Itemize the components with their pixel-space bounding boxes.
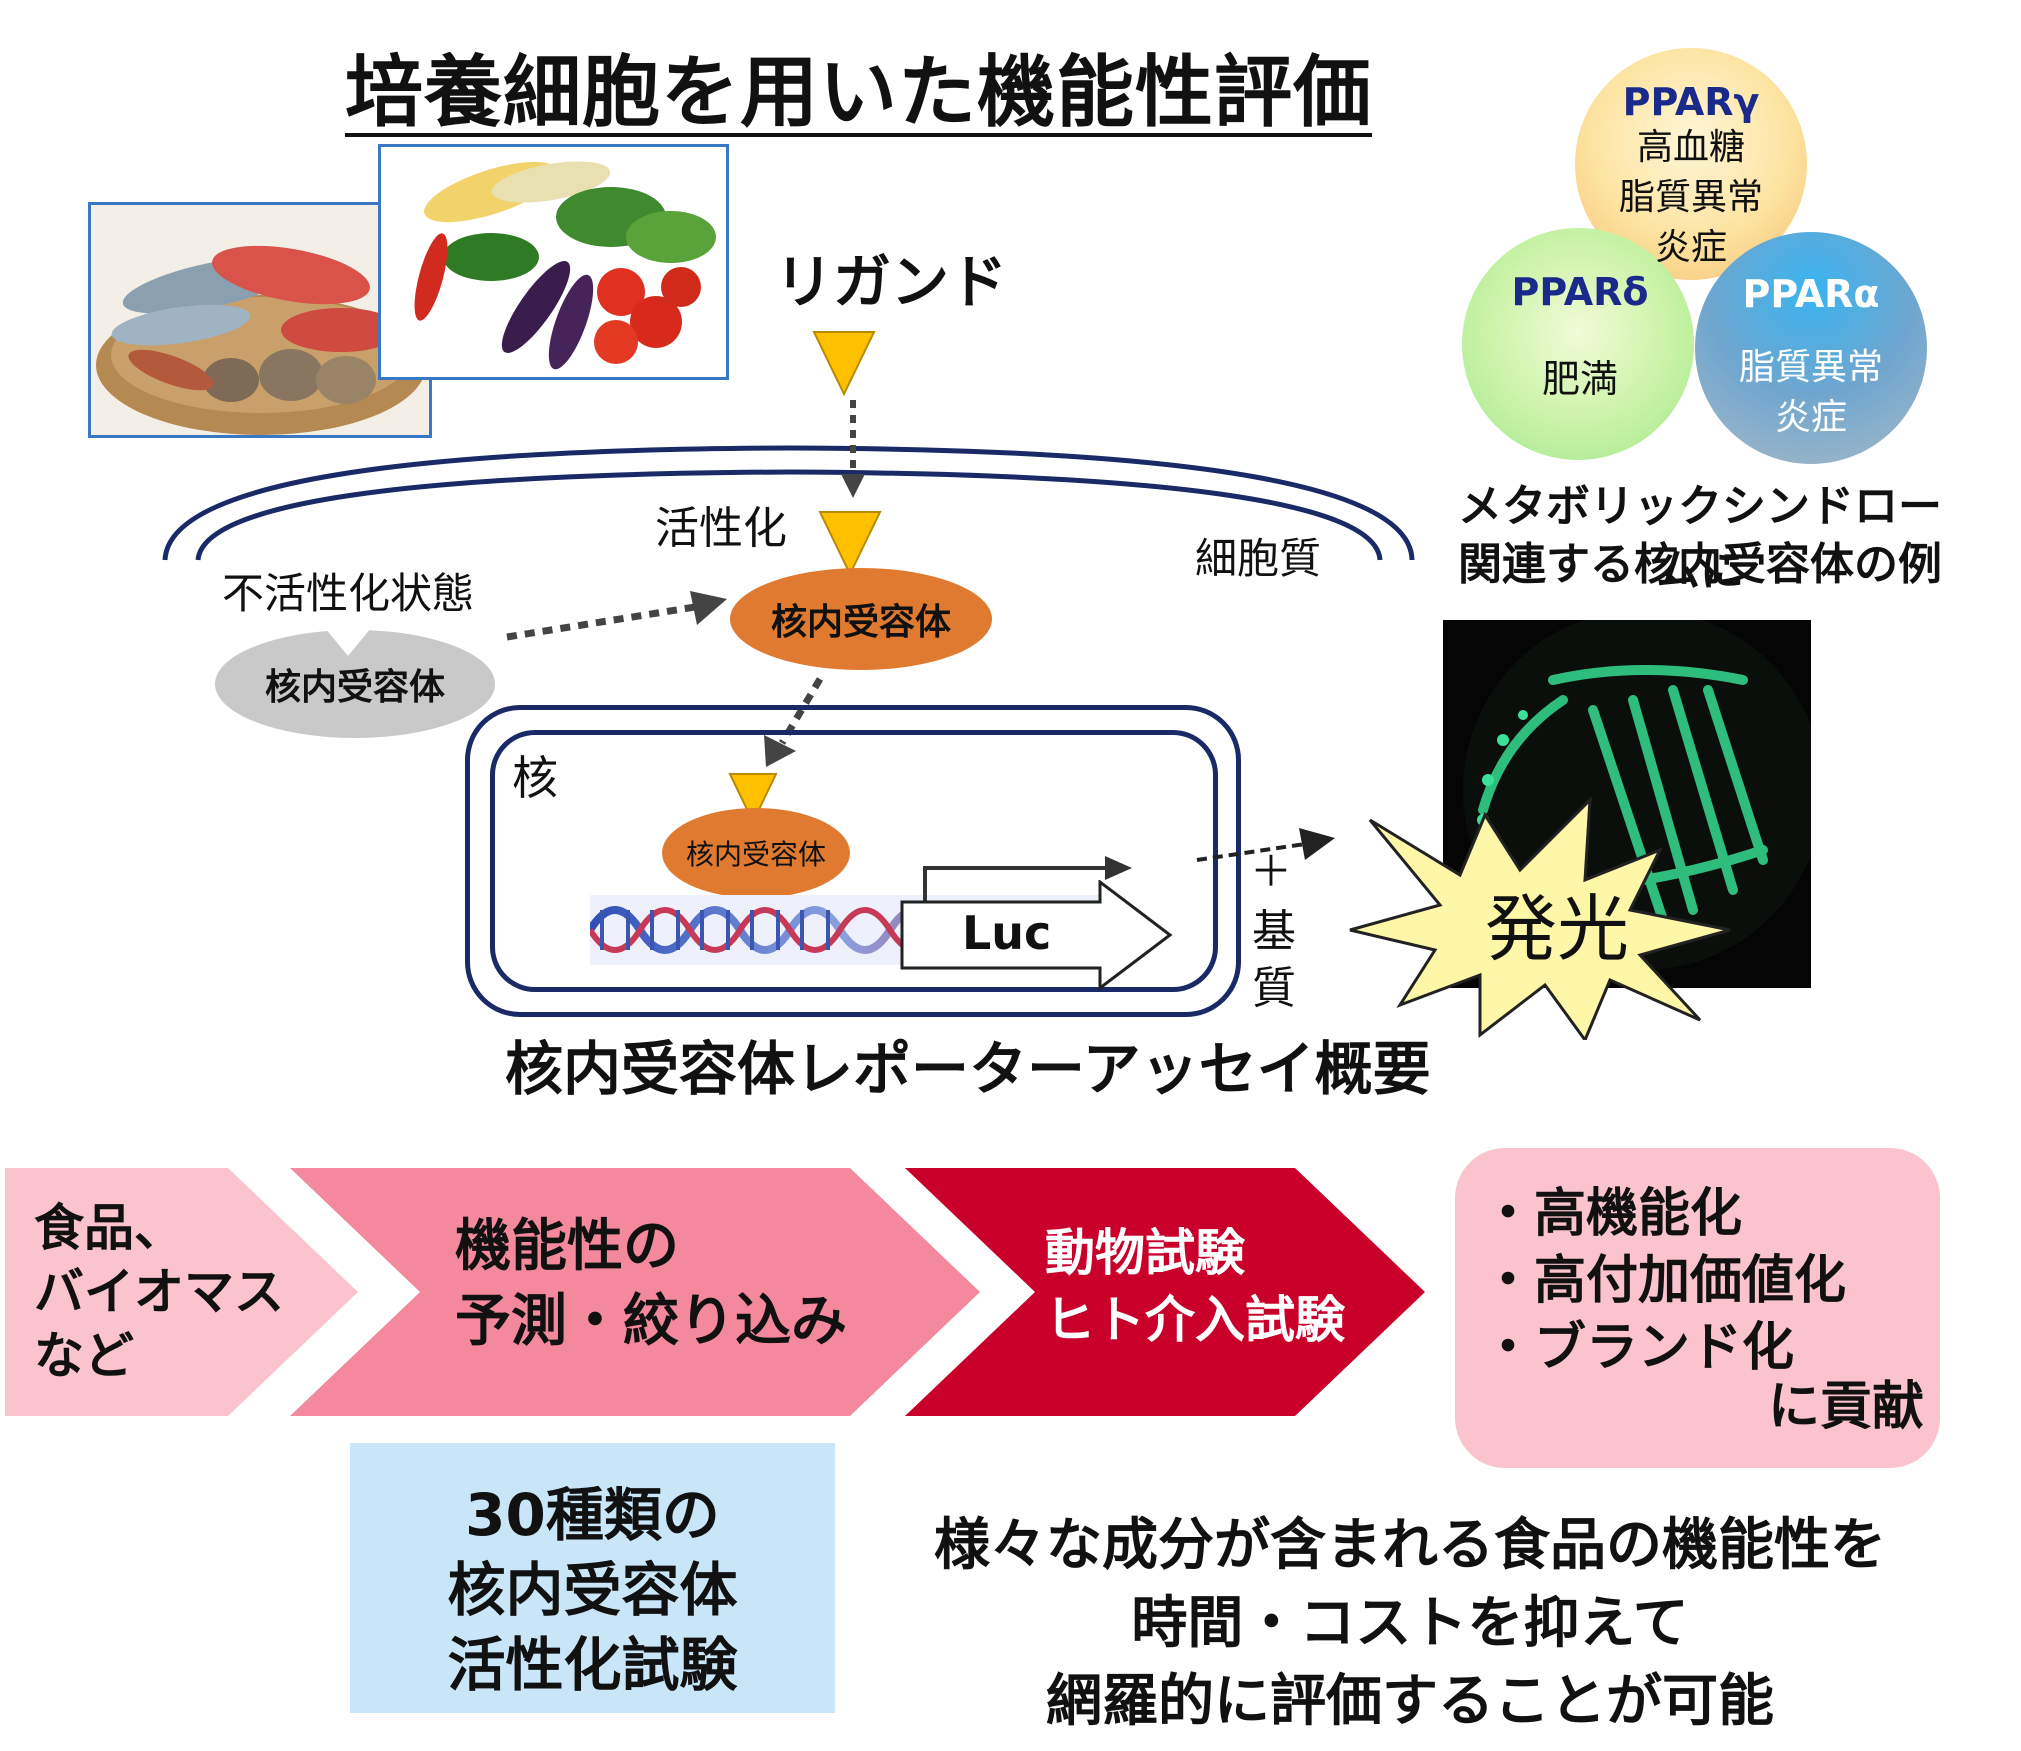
active-receptor: 核内受容体 <box>730 568 992 670</box>
test-line2: 核内受容体 <box>447 1556 738 1624</box>
test-line3: 活性化試験 <box>447 1631 738 1699</box>
vegetables-photo <box>378 144 729 380</box>
seafood-photo <box>88 202 432 438</box>
ppar-alpha-line2: 炎症 <box>1774 397 1847 438</box>
inactive-bubble-notch <box>325 628 371 656</box>
nucleus-label: 核 <box>512 751 558 805</box>
chevron-step2 <box>290 1168 980 1416</box>
inactive-receptor-label: 核内受容体 <box>264 667 445 708</box>
ppar-caption-2: 関連する核内受容体の例 <box>1458 539 1942 590</box>
ppar-alpha-line1: 脂質異常 <box>1738 347 1883 388</box>
step2-line2: 予測・絞り込み <box>455 1289 847 1354</box>
substrate-label-2: 質 <box>1252 963 1296 1014</box>
luminescence-label: 発光 <box>1485 887 1630 971</box>
ligand-arrow-down <box>841 400 865 498</box>
seafood-image <box>91 205 429 435</box>
inactive-state-label: 不活性化状態 <box>222 569 475 618</box>
luc-label: Luc <box>962 906 1052 960</box>
result-box <box>1455 1148 1940 1468</box>
vegetables-image <box>381 147 726 377</box>
ppar-caption-1: メタボリックシンドロームに <box>1458 481 1942 596</box>
flow-chevrons <box>5 1168 1425 1416</box>
nucleus-outer <box>465 705 1241 1017</box>
result-line3: ・ブランド化 <box>1482 1318 1795 1378</box>
substrate-label-1: 基 <box>1252 906 1296 957</box>
step1-line3: など <box>34 1327 134 1385</box>
output-arrow <box>1196 828 1335 862</box>
test-line1: 30種類の <box>465 1481 720 1549</box>
ligand-triangle-top <box>812 331 876 396</box>
ppar-gamma-line2: 脂質異常 <box>1618 177 1763 218</box>
ppar-gamma-name: PPARγ <box>1622 80 1760 124</box>
cell-membrane <box>162 445 1415 561</box>
ppar-gamma-line1: 高血糖 <box>1636 127 1745 168</box>
chevron-step1 <box>5 1168 358 1416</box>
activation-label: 活性化 <box>655 503 787 554</box>
ppar-delta-name: PPARδ <box>1511 270 1649 314</box>
page-title: 培養細胞を用いた機能性評価 <box>345 48 1373 138</box>
ppar-delta-line1: 肥満 <box>1541 357 1618 401</box>
result-line1: ・高機能化 <box>1482 1184 1743 1244</box>
assay-caption: 核内受容体レポーターアッセイ概要 <box>505 1035 1431 1103</box>
ligand-triangle-bound <box>818 511 882 576</box>
step1-line2: バイオマス <box>34 1263 284 1321</box>
ppar-gamma-line3: 炎症 <box>1654 227 1727 268</box>
luc-gene-arrow <box>900 880 1173 990</box>
nucleus-inner <box>490 730 1218 992</box>
step1-line1: 食品、 <box>34 1199 184 1257</box>
transcription-arrow <box>923 856 1132 904</box>
ppar-delta-circle <box>1462 228 1694 460</box>
nuclear-receptor: 核内受容体 <box>662 808 850 898</box>
inactive-receptor: 核内受容体 <box>215 630 495 738</box>
chevron-step3 <box>905 1168 1425 1416</box>
test-box <box>350 1443 835 1713</box>
step2-line1: 機能性の <box>455 1214 679 1279</box>
result-line4: に貢献 <box>1768 1377 1925 1437</box>
summary-line1: 様々な成分が含まれる食品の機能性を <box>934 1513 1886 1578</box>
luminescence-burst <box>1349 796 1731 1040</box>
result-line2: ・高付加価値化 <box>1482 1251 1847 1311</box>
plus-label: ＋ <box>1250 847 1293 896</box>
step3-line1: 動物試験 <box>1045 1224 1245 1282</box>
ppar-alpha-name: PPARα <box>1742 272 1880 316</box>
ligand-triangle-nucleus <box>728 773 778 824</box>
cytoplasm-label: 細胞質 <box>1195 534 1322 583</box>
summary-line3: 網羅的に評価することが可能 <box>1046 1669 1774 1734</box>
ligand-label: リガンド <box>775 248 1008 316</box>
summary-line2: 時間・コストを抑えて <box>1131 1591 1689 1656</box>
nuclear-receptor-label: 核内受容体 <box>685 838 826 871</box>
activation-arrow <box>506 591 727 641</box>
ppar-alpha-circle <box>1695 232 1927 464</box>
active-receptor-label: 核内受容体 <box>770 602 951 643</box>
step3-line2: ヒト介入試験 <box>1045 1291 1345 1349</box>
